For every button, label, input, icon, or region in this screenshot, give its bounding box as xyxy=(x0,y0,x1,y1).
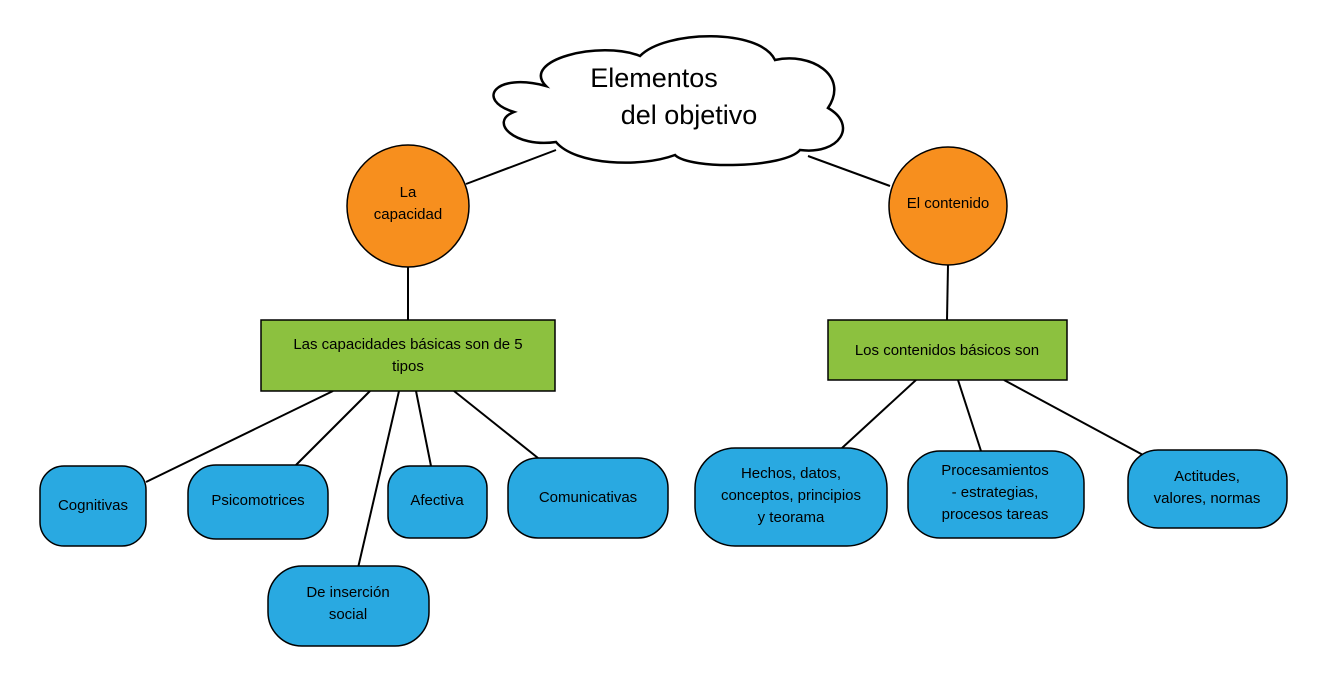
box-capacidades: Las capacidades básicas son de 5 tipos xyxy=(260,319,556,392)
pill-psicomotrices: Psicomotrices xyxy=(187,464,329,540)
circle-capacidad-line1: La xyxy=(400,184,417,201)
pill-actitudes-shape xyxy=(1127,449,1288,529)
pill-afectiva: Afectiva xyxy=(387,465,488,539)
connector-box-procesamientos xyxy=(957,379,982,452)
pill-hechos-line3: y teorama xyxy=(758,509,825,526)
connector-box-actitudes xyxy=(1003,379,1146,457)
pill-cognitivas-shape xyxy=(39,465,147,547)
box-contenidos: Los contenidos básicos son xyxy=(827,319,1068,381)
connector-root-contenido xyxy=(807,155,891,187)
connectors xyxy=(145,149,1146,569)
root-cloud: Elementos del objetivo xyxy=(492,35,845,167)
pill-hechos-shape xyxy=(694,447,888,547)
pill-hechos-line2: conceptos, principios xyxy=(721,487,861,504)
connector-box-comunicativas xyxy=(453,390,539,459)
root-title-line1: Elementos xyxy=(590,63,718,93)
box-contenidos-line1: Los contenidos básicos son xyxy=(855,342,1039,359)
pill-procesamientos-shape xyxy=(907,450,1085,539)
pill-afectiva-line1: Afectiva xyxy=(410,492,464,509)
pill-insercion-shape xyxy=(267,565,430,647)
pill-hechos-line1: Hechos, datos, xyxy=(741,465,841,482)
circle-capacidad-line2: capacidad xyxy=(374,206,442,223)
circle-contenido: El contenido xyxy=(888,146,1008,266)
connector-box-insercion xyxy=(357,390,400,569)
pill-comunicativas-line1: Comunicativas xyxy=(539,489,637,506)
pill-comunicativas: Comunicativas xyxy=(507,457,669,539)
pill-cognitivas-line1: Cognitivas xyxy=(58,497,128,514)
pill-psicomotrices-line1: Psicomotrices xyxy=(211,492,304,509)
pill-actitudes-line1: Actitudes, xyxy=(1174,468,1240,485)
pill-insercion-line1: De inserción xyxy=(306,584,389,601)
circle-capacidad: La capacidad xyxy=(346,144,470,268)
box-capacidades-shape xyxy=(260,319,556,392)
pill-procesamientos: Procesamientos - estrategias, procesos t… xyxy=(907,450,1085,539)
pill-cognitivas: Cognitivas xyxy=(39,465,147,547)
pill-comunicativas-shape xyxy=(507,457,669,539)
box-capacidades-line1: Las capacidades básicas son de 5 xyxy=(293,336,522,353)
circle-contenido-shape xyxy=(888,146,1008,266)
pill-procesamientos-line3: procesos tareas xyxy=(942,506,1049,523)
cloud-shape xyxy=(492,35,845,167)
box-contenidos-shape xyxy=(827,319,1068,381)
pill-procesamientos-line1: Procesamientos xyxy=(941,462,1049,479)
pill-actitudes-line2: valores, normas xyxy=(1154,490,1261,507)
pill-insercion-line2: social xyxy=(329,606,367,623)
circle-capacidad-shape xyxy=(346,144,470,268)
box-capacidades-line2: tipos xyxy=(392,358,424,375)
pill-psicomotrices-shape xyxy=(187,464,329,540)
pill-insercion: De inserción social xyxy=(267,565,430,647)
pill-procesamientos-line2: - estrategias, xyxy=(952,484,1039,501)
connector-box-hechos xyxy=(841,379,917,449)
connector-box-psicomotrices xyxy=(295,390,371,466)
connector-root-capacidad xyxy=(465,149,557,185)
root-title-line2: del objetivo xyxy=(621,100,758,130)
connector-contenido-box xyxy=(946,264,949,321)
circle-contenido-line1: El contenido xyxy=(907,195,990,212)
pill-actitudes: Actitudes, valores, normas xyxy=(1127,449,1288,529)
connector-box-afectiva xyxy=(415,390,432,467)
connector-box-cognitivas xyxy=(145,390,334,483)
pill-afectiva-shape xyxy=(387,465,488,539)
pill-hechos: Hechos, datos, conceptos, principios y t… xyxy=(694,447,888,547)
